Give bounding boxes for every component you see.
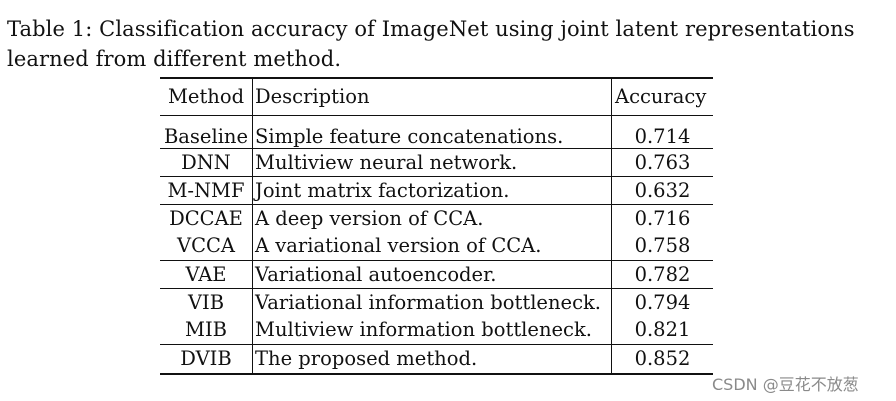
table-row: DCCAE A deep version of CCA. 0.716 [160, 204, 713, 232]
table-row: M-NMF Joint matrix factorization. 0.632 [160, 176, 713, 204]
method-cell: VIB [187, 290, 225, 314]
method-cell: M-NMF [167, 178, 245, 202]
header-method: Method [167, 85, 245, 109]
description-cell: Multiview neural network. [252, 148, 612, 176]
header-accuracy: Accuracy [611, 78, 713, 115]
table-row: DVIB The proposed method. 0.852 [160, 344, 713, 374]
method-cell: DVIB [180, 347, 232, 371]
results-table: Method Description Accuracy Baseline Sim… [160, 77, 713, 375]
accuracy-cell: 0.763 [611, 148, 713, 176]
accuracy-cell: 0.782 [611, 260, 713, 288]
table-row: VAE Variational autoencoder. 0.782 [160, 260, 713, 288]
method-cell: VAE [185, 262, 227, 286]
description-cell: A variational version of CCA. [252, 232, 612, 260]
accuracy-cell: 0.716 [611, 204, 713, 232]
method-cell: Baseline [163, 124, 249, 148]
accuracy-cell: 0.821 [611, 316, 713, 344]
method-cell: MIB [185, 318, 227, 342]
accuracy-cell: 0.758 [611, 232, 713, 260]
accuracy-cell: 0.714 [611, 115, 713, 148]
accuracy-cell-best: 0.852 [611, 344, 713, 374]
description-cell: Variational autoencoder. [252, 260, 612, 288]
table-header-row: Method Description Accuracy [160, 78, 713, 115]
accuracy-cell: 0.632 [611, 176, 713, 204]
description-cell: The proposed method. [252, 344, 612, 374]
table-row: DNN Multiview neural network. 0.763 [160, 148, 713, 176]
header-description: Description [252, 78, 612, 115]
watermark: CSDN @豆花不放葱 [712, 375, 859, 394]
description-cell: A deep version of CCA. [252, 204, 612, 232]
accuracy-cell: 0.794 [611, 288, 713, 316]
table-row: VIB Variational information bottleneck. … [160, 288, 713, 316]
description-cell: Multiview information bottleneck. [252, 316, 612, 344]
description-cell: Simple feature concatenations. [252, 115, 612, 148]
description-cell: Joint matrix factorization. [252, 176, 612, 204]
table-caption: Table 1: Classification accuracy of Imag… [7, 17, 855, 71]
method-cell: VCCA [176, 234, 235, 258]
table-row: Baseline Simple feature concatenations. … [160, 115, 713, 148]
table-row: MIB Multiview information bottleneck. 0.… [160, 316, 713, 344]
method-cell: DNN [181, 150, 231, 174]
description-cell: Variational information bottleneck. [252, 288, 612, 316]
table-row: VCCA A variational version of CCA. 0.758 [160, 232, 713, 260]
method-cell: DCCAE [169, 206, 243, 230]
